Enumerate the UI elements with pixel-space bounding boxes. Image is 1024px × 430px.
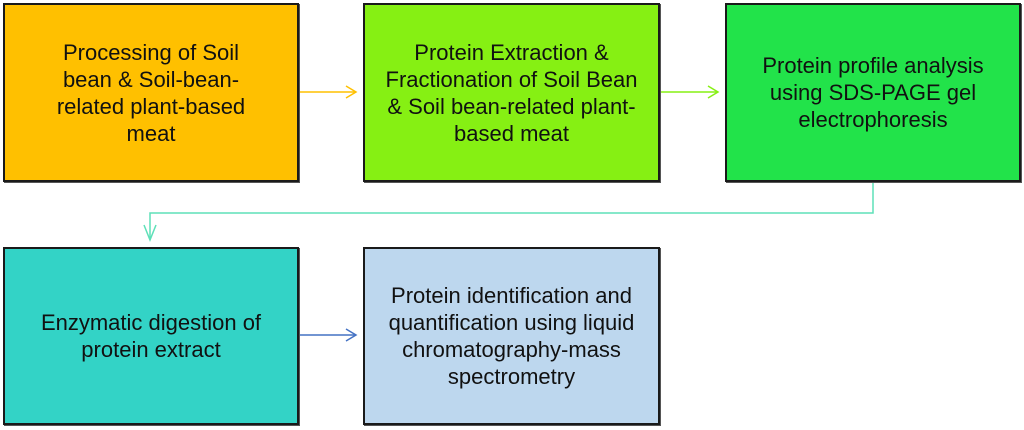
- step-3-label: Protein profile analysis using SDS-PAGE …: [762, 53, 984, 132]
- step-4-digestion: Enzymatic digestion of protein extract: [3, 247, 299, 425]
- step-5-lcms: Protein identification and quantificatio…: [363, 247, 660, 425]
- step-1-processing: Processing of Soil bean & Soil-bean-rela…: [3, 3, 299, 182]
- step-2-label: Protein Extraction & Fractionation of So…: [385, 39, 638, 146]
- step-5-label: Protein identification and quantificatio…: [388, 283, 635, 389]
- step-1-label: Processing of Soil bean & Soil-bean-rela…: [56, 39, 246, 146]
- step-3-sds-page: Protein profile analysis using SDS-PAGE …: [725, 3, 1021, 182]
- step-2-extraction: Protein Extraction & Fractionation of So…: [363, 3, 660, 182]
- arrow-step2-to-step3: [659, 85, 720, 99]
- arrow-step3-to-step4: [143, 181, 874, 243]
- arrow-step1-to-step2: [298, 85, 358, 99]
- arrow-step4-to-step5: [298, 328, 358, 342]
- step-4-label: Enzymatic digestion of protein extract: [40, 310, 262, 362]
